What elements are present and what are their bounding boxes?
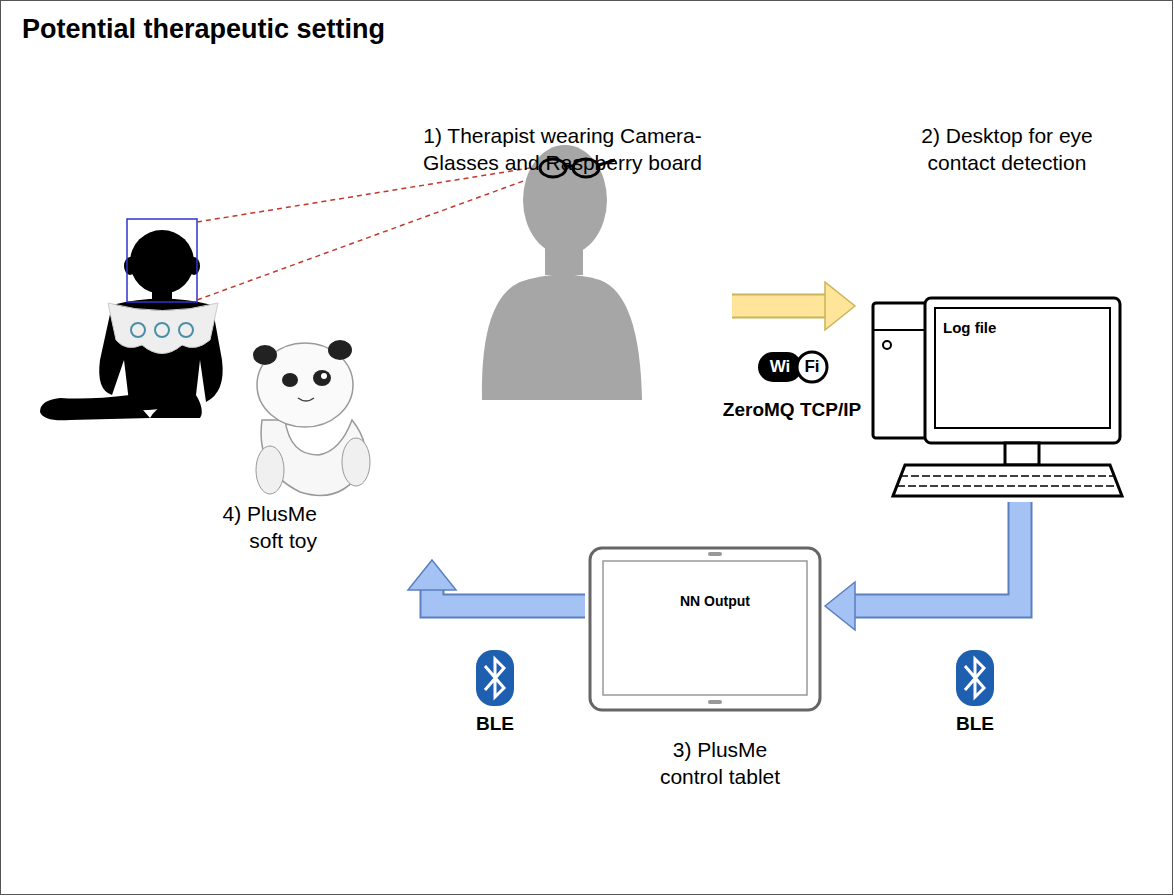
arrow-head xyxy=(825,282,855,330)
edge-label: BLE xyxy=(935,712,1015,736)
edge-label: BLE xyxy=(455,712,535,736)
diagram-node: 4) PlusMe soft toy xyxy=(195,335,465,560)
tablet xyxy=(590,548,820,710)
flow-arrow xyxy=(732,282,855,330)
diagram-node: NN Output 3) PlusMe control tablet xyxy=(585,540,825,793)
arrow-body xyxy=(432,590,585,606)
therapist-figure xyxy=(482,145,642,400)
flow-arrow xyxy=(825,502,1020,630)
wifi-logo xyxy=(758,352,827,382)
arrow-outline xyxy=(855,502,1020,606)
arrow-head xyxy=(825,582,855,630)
arrow-outline xyxy=(432,590,585,606)
soft-toy xyxy=(253,340,370,496)
logo-text: Wi xyxy=(758,356,802,377)
arrow-head xyxy=(408,560,456,590)
bluetooth-icon xyxy=(956,650,994,706)
desktop-computer xyxy=(873,298,1122,496)
diagram-node: 2) Desktop for eye contact detectionLog … xyxy=(855,122,1130,502)
arrow-outline xyxy=(732,294,825,319)
arrow-body xyxy=(855,502,1020,606)
node-caption: 4) PlusMe soft toy xyxy=(195,500,317,555)
flow-arrow xyxy=(408,560,585,606)
node-text: 3) PlusMe control tablet xyxy=(640,736,800,791)
node-caption: 1) Therapist wearing Camera-Glasses and … xyxy=(395,122,730,177)
arrow-body xyxy=(732,296,825,317)
node-text: NN Output xyxy=(675,592,755,610)
bluetooth-icon xyxy=(476,650,514,706)
diagram-node: 1) Therapist wearing Camera-Glasses and … xyxy=(395,122,732,407)
child-figure xyxy=(40,219,223,420)
node-caption: 2) Desktop for eye contact detection xyxy=(907,122,1107,177)
logo-text: Fi xyxy=(797,356,827,377)
diagram-title: Potential therapeutic setting xyxy=(22,14,385,45)
view-line xyxy=(197,172,548,300)
edge-label: ZeroMQ TCP/IP xyxy=(712,398,872,422)
node-text: Log file xyxy=(943,318,1043,338)
